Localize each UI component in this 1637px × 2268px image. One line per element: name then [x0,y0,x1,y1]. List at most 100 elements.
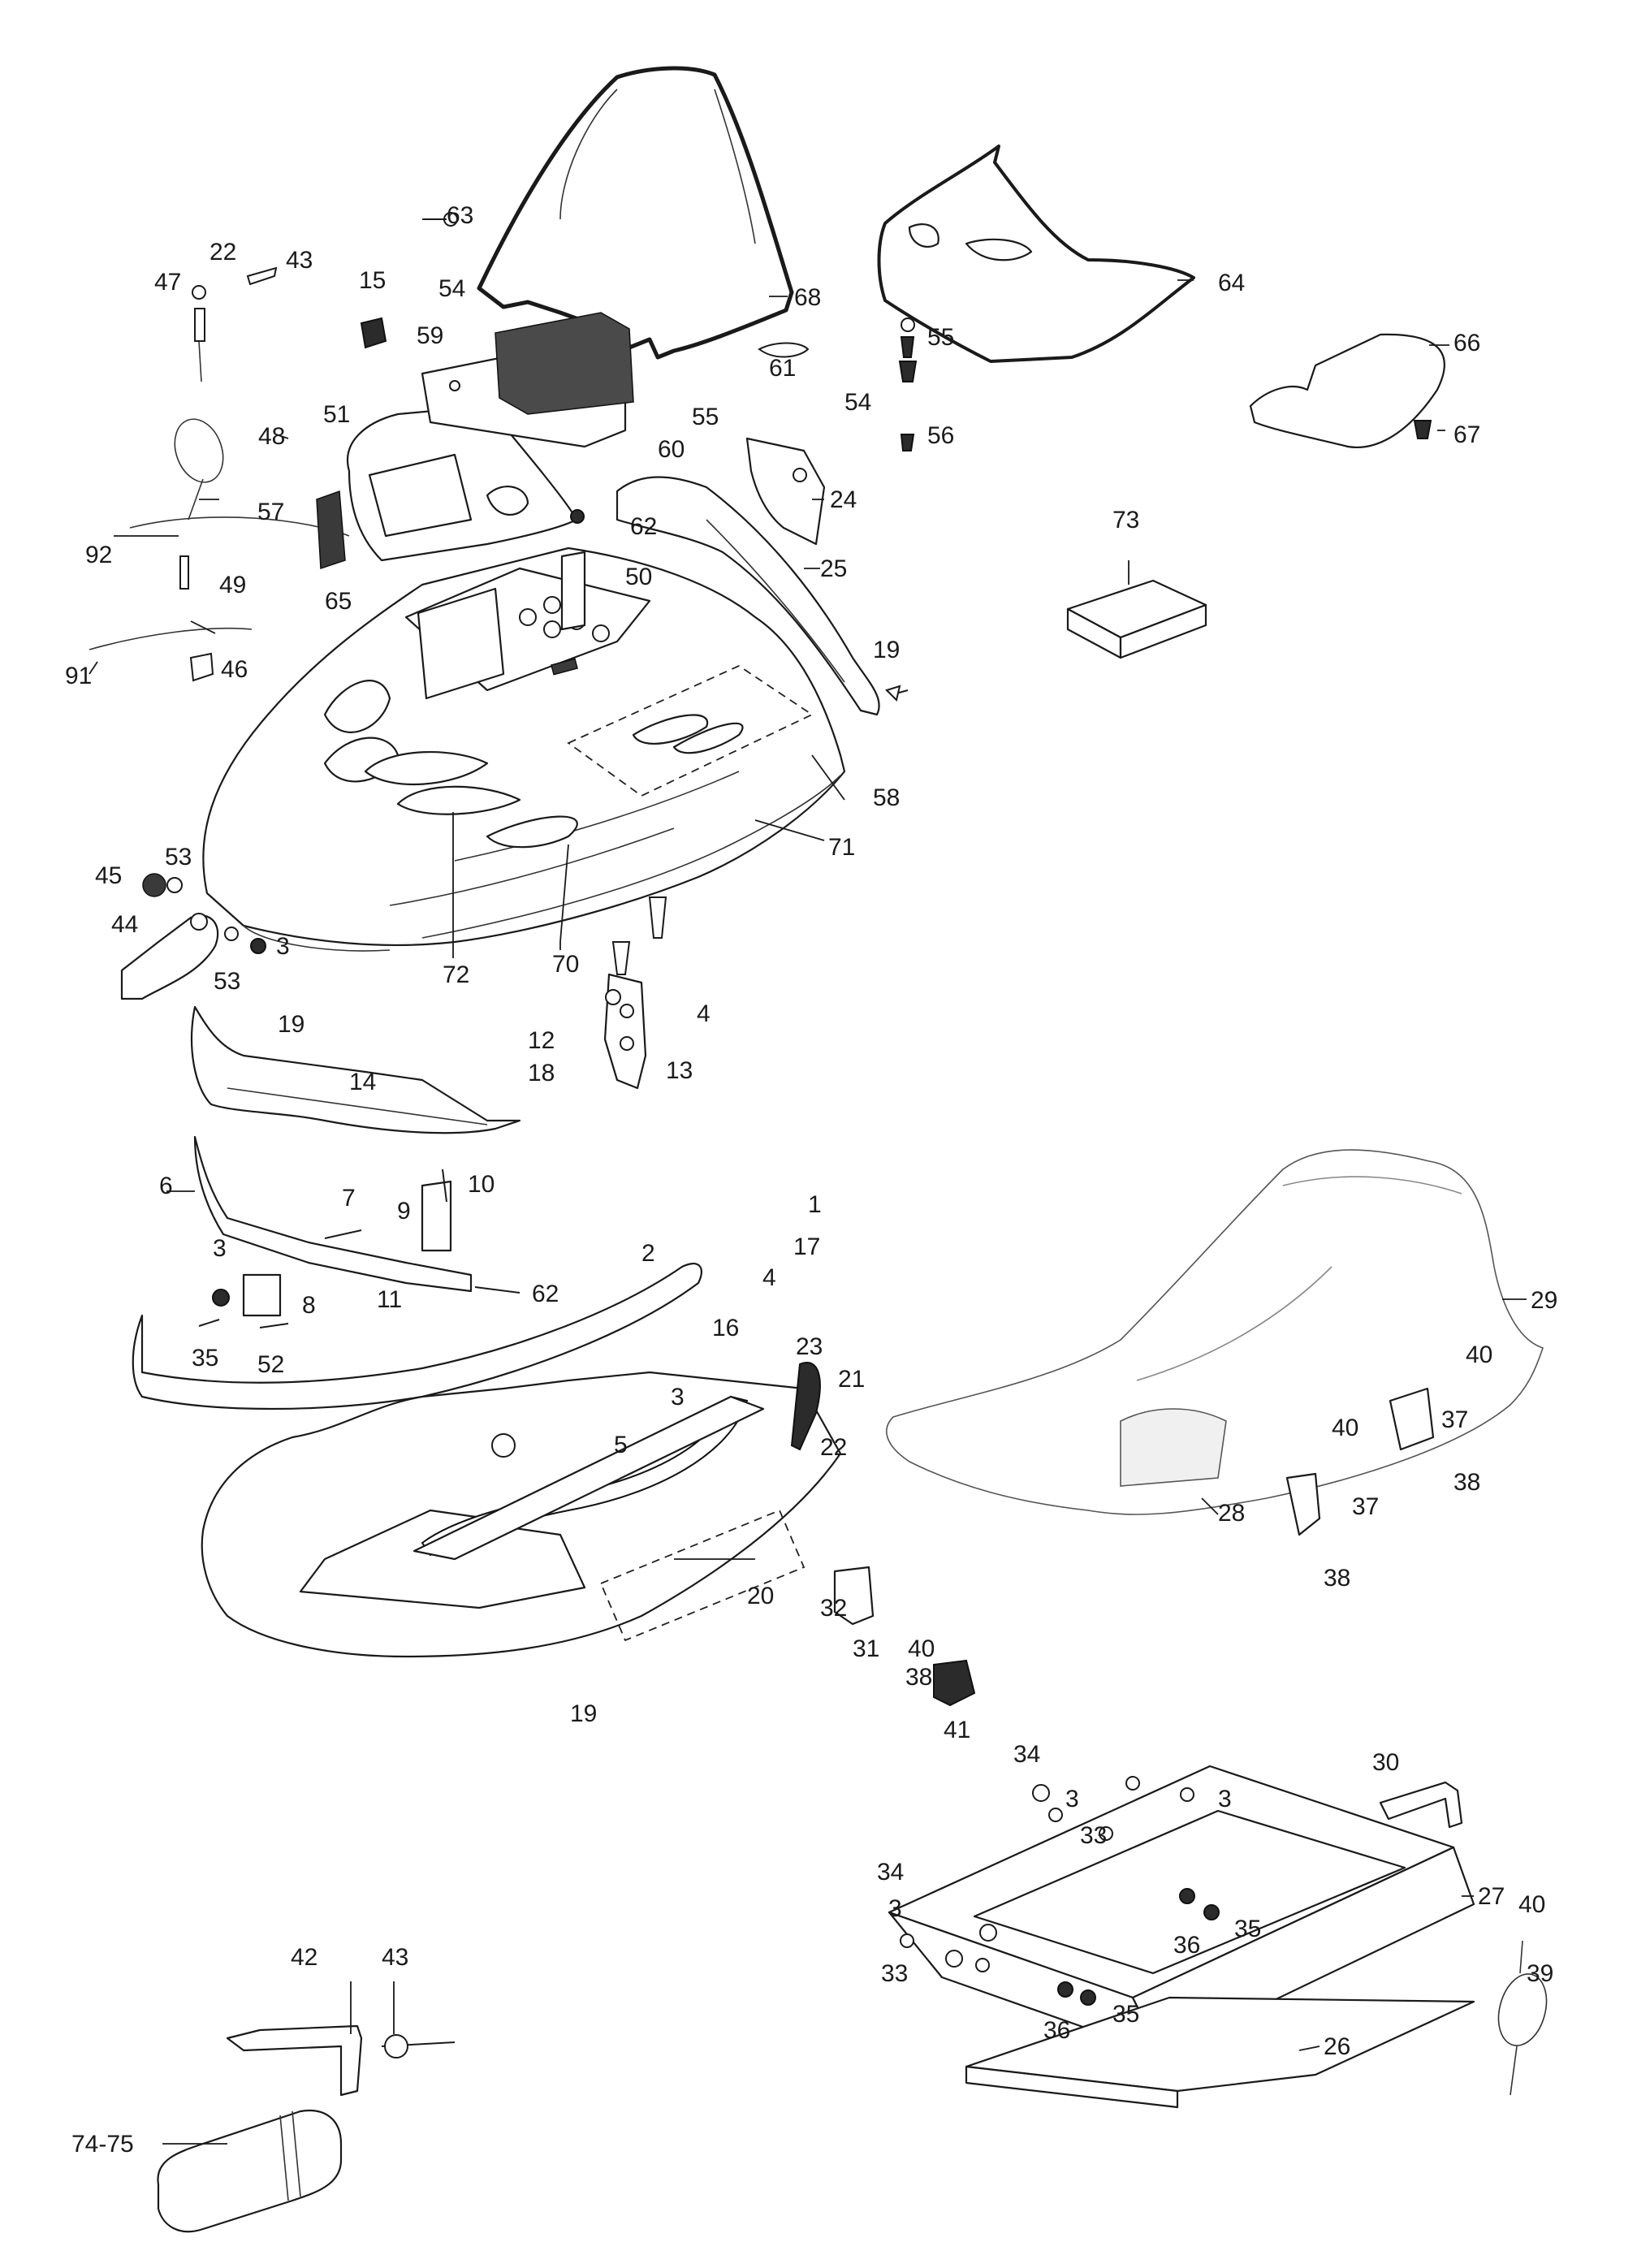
callout-1: 1 [808,1191,822,1218]
windshield [477,66,794,360]
callout-40: 40 [1466,1341,1492,1368]
callout-55: 55 [927,324,954,351]
callout-52: 52 [257,1351,284,1378]
callout-34: 34 [877,1859,904,1886]
hood-upper-cowl [202,546,846,952]
callout-3: 3 [213,1235,227,1262]
callout-7: 7 [342,1185,356,1212]
callout-4: 4 [697,1000,711,1027]
hood-latch-44 [120,873,266,1000]
front-bumper-14 [190,1005,521,1134]
callout-3: 3 [276,933,290,960]
callout-40: 40 [1332,1415,1358,1441]
callout-21: 21 [838,1366,865,1393]
callout-63: 63 [447,202,473,229]
callout-38: 38 [1453,1469,1480,1496]
callout-59: 59 [417,322,443,349]
callout-92: 92 [85,542,112,568]
callout-39: 39 [1527,1960,1553,1987]
cable-92 [129,516,350,537]
hardware-upper [179,212,1432,702]
owners-manual-73 [1066,579,1207,659]
callout-22: 22 [209,239,236,266]
seat-29 [886,1149,1544,1515]
callout-54: 54 [438,275,465,302]
callout-47: 47 [154,269,181,296]
callout-9: 9 [397,1198,411,1225]
base-plate-26 [965,1996,1475,2109]
callout-38: 38 [905,1664,932,1691]
callout-37: 37 [1352,1493,1379,1520]
callout-24: 24 [830,486,857,513]
callout-33: 33 [881,1960,908,1987]
callout-29: 29 [1531,1287,1557,1314]
callout-25: 25 [820,555,847,582]
callout-65: 65 [325,588,352,615]
bracket-31 [833,1566,875,1626]
hardware-mid [198,1169,520,1328]
callout-41: 41 [944,1717,970,1743]
callout-91: 91 [65,663,92,689]
callout-73: 73 [1112,507,1139,534]
side-trim-66 [1249,333,1445,448]
callout-5: 5 [614,1432,628,1458]
strap-23 [790,1362,821,1451]
callout-35: 35 [192,1345,218,1372]
bumper-2 [132,1263,702,1410]
rail-5 [412,1395,765,1561]
callout-16: 16 [712,1315,739,1341]
callout-19: 19 [873,637,900,663]
callout-4: 4 [762,1264,776,1291]
callout-62: 62 [532,1281,559,1307]
callout-19: 19 [278,1011,305,1038]
callout-45: 45 [95,862,122,889]
callout-43: 43 [382,1944,408,1971]
foam-pad-60 [495,312,634,415]
callout-72: 72 [443,961,469,988]
callout-3: 3 [1218,1786,1232,1812]
callout-8: 8 [302,1292,316,1319]
side-panel-25 [615,476,880,716]
hinge-37b [1389,1387,1435,1451]
callout-20: 20 [747,1583,774,1609]
callout-57: 57 [257,499,284,525]
callout-34: 34 [1013,1741,1040,1768]
tool-30 [1379,1781,1463,1829]
callout-32: 32 [820,1595,847,1622]
callout-6: 6 [159,1173,173,1199]
callout-43: 43 [286,247,313,274]
callout-23: 23 [796,1333,823,1360]
callout-33: 33 [1080,1822,1107,1849]
callout-61: 61 [769,355,796,382]
callout-66: 66 [1453,330,1480,356]
callout-53: 53 [165,844,192,870]
callout-38: 38 [1324,1565,1350,1592]
callout-50: 50 [625,564,652,590]
front-frame-6 [193,1135,473,1293]
callout-70: 70 [552,951,579,978]
callout-35: 35 [1112,2001,1139,2028]
callout-51: 51 [323,401,350,428]
callout-64: 64 [1218,270,1245,296]
callout-11: 11 [377,1286,402,1313]
callout-22: 22 [820,1434,847,1461]
callout-10: 10 [468,1171,495,1198]
callout-40: 40 [908,1635,935,1662]
hinge-41 [933,1659,976,1707]
rear-cowl-64 [877,145,1195,363]
callout-37: 37 [1441,1406,1468,1433]
callout-53: 53 [214,968,240,995]
callout-28: 28 [1218,1500,1245,1527]
callout-58: 58 [873,784,900,811]
hinge-37a [1285,1472,1321,1536]
callout-42: 42 [291,1944,317,1971]
cable-48 [174,340,224,521]
callout-55: 55 [692,404,719,430]
callout-3: 3 [888,1895,902,1922]
callout-60: 60 [658,436,685,463]
cable-91 [89,627,253,650]
callout-62: 62 [630,513,657,540]
tray-hardware [900,1776,1220,2006]
callout-67: 67 [1453,421,1480,448]
callout-18: 18 [528,1060,555,1086]
